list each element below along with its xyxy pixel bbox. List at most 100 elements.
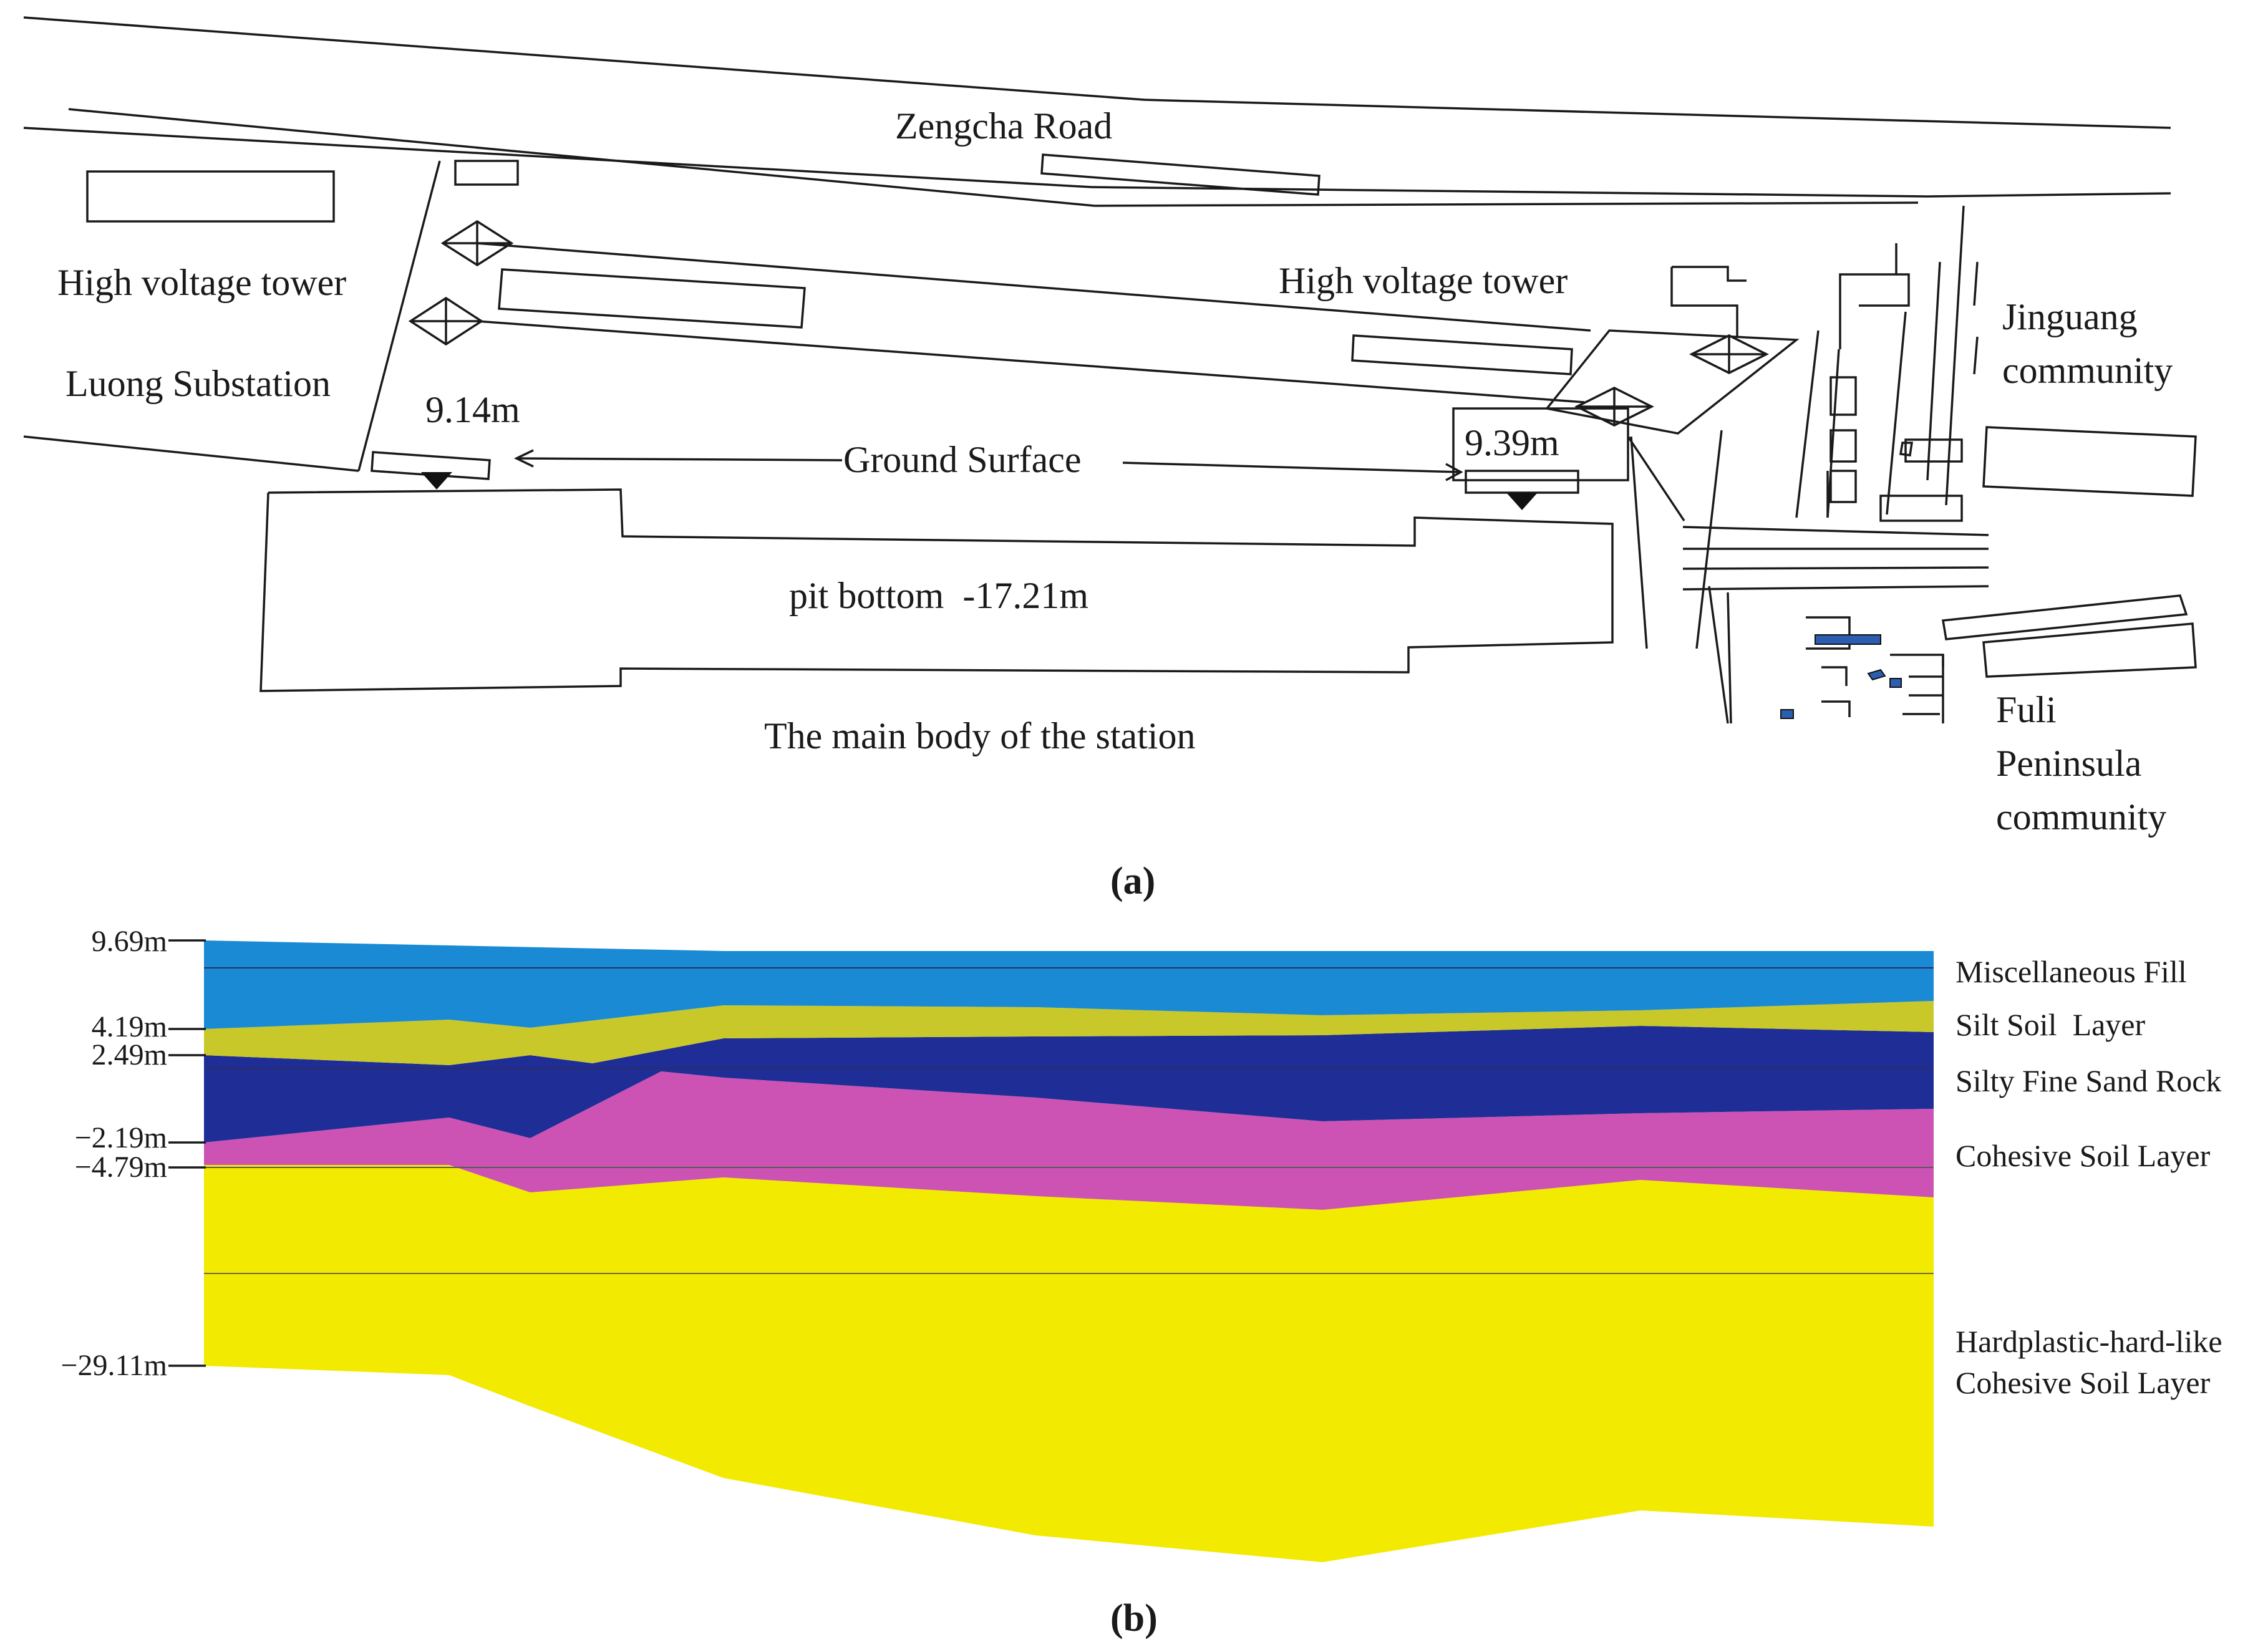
elevation-label: −29.11m xyxy=(61,1349,167,1382)
caption-a: (a) xyxy=(1110,860,1155,902)
community-building xyxy=(1982,426,2197,497)
site-plan: Zengcha Road High voltage tower High vol… xyxy=(23,16,2197,902)
community-building xyxy=(1670,267,1738,337)
high-voltage-tower-icon xyxy=(440,220,514,267)
community-building xyxy=(1672,266,1747,282)
community-top-line: community xyxy=(2002,350,2173,391)
road-line xyxy=(1695,430,1723,649)
community-building xyxy=(1879,495,1963,522)
measurement-box xyxy=(1452,407,1629,481)
building xyxy=(498,268,806,329)
elevation-triangle-right xyxy=(1506,493,1538,510)
elevation-axis: 9.69m 4.19m 2.49m −2.19m −4.79m −29.11m xyxy=(61,925,206,1382)
community-building xyxy=(1829,429,1857,463)
community-building xyxy=(1904,438,1963,463)
elevation-label: 9.69m xyxy=(92,925,167,958)
community-top-line: Jinguang xyxy=(2002,296,2138,337)
road-label: Zengcha Road xyxy=(895,105,1112,147)
community-bottom-line: Fuli xyxy=(1996,689,2057,730)
power-line xyxy=(477,320,1585,403)
layer-miscellaneous-fill xyxy=(204,940,1934,1029)
arrow-right-head xyxy=(1445,463,1463,481)
power-line xyxy=(477,242,1591,332)
community-building xyxy=(1829,470,1857,503)
arrow-left-head xyxy=(513,449,534,468)
community-building xyxy=(1973,336,1979,375)
pit-bottom-label: pit bottom -17.21m xyxy=(789,575,1088,616)
elevation-triangle-left xyxy=(421,472,452,490)
layer-hardplastic-cohesive xyxy=(204,1165,1934,1562)
tower-frame xyxy=(1627,436,1685,521)
station-label: The main body of the station xyxy=(764,715,1196,756)
road-center-line xyxy=(68,108,1095,207)
elevation-label: 2.49m xyxy=(92,1038,167,1071)
community-building xyxy=(1806,616,1851,650)
community-building xyxy=(1941,594,2188,640)
layer-label-hardplastic-line: Hardplastic-hard-like xyxy=(1955,1324,2222,1359)
community-bottom-line: community xyxy=(1996,796,2166,838)
community-building xyxy=(1839,243,1897,349)
high-voltage-tower-icon xyxy=(408,296,484,346)
road-edge-line xyxy=(1927,192,2171,198)
elevation-label: 4.19m xyxy=(92,1010,167,1043)
community-building xyxy=(1982,622,2197,678)
station-outline xyxy=(259,488,1614,692)
arrow-left xyxy=(517,457,843,461)
elevation-label: −2.19m xyxy=(75,1121,167,1154)
community-building xyxy=(1795,330,1820,518)
community-building-marked xyxy=(1889,678,1902,688)
community-building xyxy=(1821,700,1851,717)
community-building-marked xyxy=(1867,669,1886,681)
community-building xyxy=(1727,592,1732,724)
road-line xyxy=(1682,566,1989,570)
community-building xyxy=(1926,261,1941,481)
layer-cohesive-soil xyxy=(204,1071,1934,1210)
layer-label-silt-soil: Silt Soil Layer xyxy=(1955,1007,2146,1042)
community-building-marked xyxy=(1780,709,1794,719)
high-voltage-tower-icon xyxy=(1574,387,1654,427)
community-building-marked xyxy=(1815,634,1881,645)
geological-section: 9.69m 4.19m 2.49m −2.19m −4.79m −29.11m … xyxy=(61,925,2230,1640)
community-building xyxy=(1973,261,1979,306)
layer-label-cohesive-soil: Cohesive Soil Layer xyxy=(1955,1138,2211,1173)
tower-right-label: High voltage tower xyxy=(1279,260,1568,301)
building xyxy=(86,170,335,223)
ground-surface-label: Ground Surface xyxy=(843,439,1082,480)
building xyxy=(1040,153,1321,196)
substation-label: Luong Substation xyxy=(65,363,331,404)
road-line xyxy=(1682,526,1989,536)
elevation-right-label: 9.39m xyxy=(1465,422,1559,463)
community-building xyxy=(1945,205,1965,506)
caption-b: (b) xyxy=(1110,1597,1158,1640)
road-edge-line xyxy=(1091,186,1928,198)
road-line xyxy=(1708,586,1729,724)
site-boundary-line xyxy=(357,160,441,471)
tower-frame xyxy=(1546,329,1800,435)
building xyxy=(1351,334,1573,375)
layer-label-silty-fine-sand: Silty Fine Sand Rock xyxy=(1955,1063,2221,1098)
community-building xyxy=(1859,273,1910,307)
elevation-marker-left xyxy=(371,451,491,480)
road-center-line xyxy=(1094,201,1919,207)
road-edge-line xyxy=(1144,99,2171,129)
community-bottom-line: Peninsula xyxy=(1996,743,2141,784)
community-building xyxy=(1890,654,1944,667)
layer-label-hardplastic-line: Cohesive Soil Layer xyxy=(1955,1365,2211,1400)
community-building xyxy=(1826,349,1840,518)
tower-frame xyxy=(1630,436,1648,649)
community-building xyxy=(1821,666,1848,686)
layer-label-hardplastic: Hardplastic-hard-like Cohesive Soil Laye… xyxy=(1955,1324,2230,1400)
elevation-label: −4.79m xyxy=(75,1151,167,1184)
arrow-right xyxy=(1122,461,1460,473)
elevation-marker-right xyxy=(1465,470,1579,494)
building xyxy=(454,160,519,186)
layer-silt-soil xyxy=(204,1001,1934,1065)
elevation-left-label: 9.14m xyxy=(425,389,520,430)
community-building xyxy=(1886,311,1907,515)
road-edge-line xyxy=(23,16,1145,101)
community-top-label: Jinguang community xyxy=(2002,296,2173,391)
community-building xyxy=(1899,442,1914,456)
layer-silty-fine-sand xyxy=(204,1026,1934,1142)
high-voltage-tower-icon xyxy=(1689,334,1769,374)
